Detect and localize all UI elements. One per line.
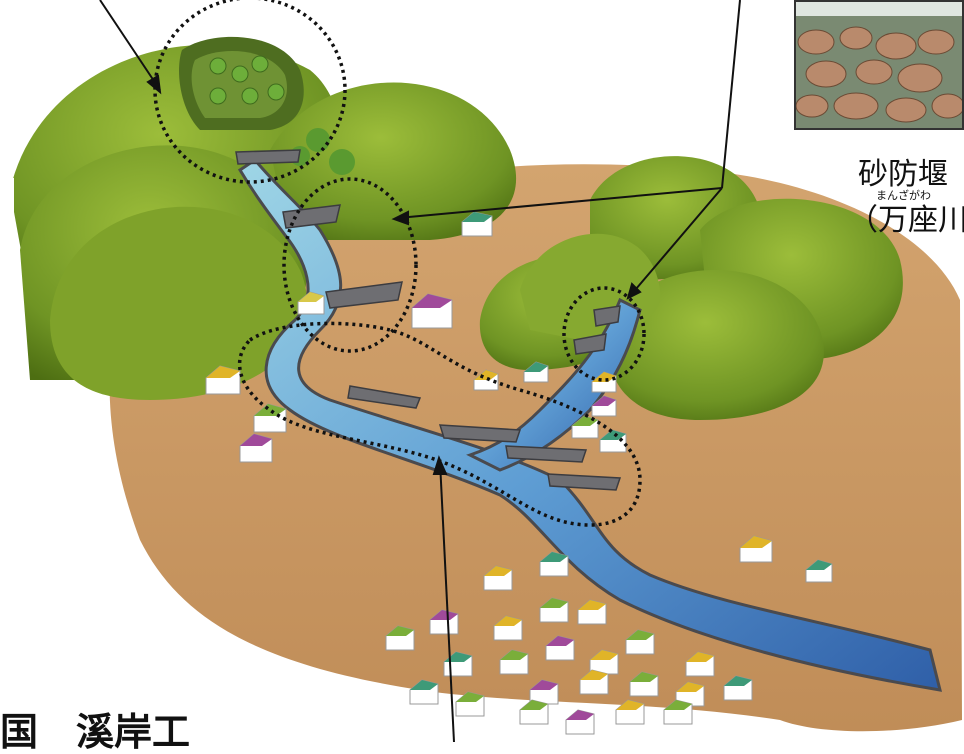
dam-label: 砂防堰 [858, 158, 948, 192]
dam-photo [794, 0, 964, 130]
house-icon [520, 700, 548, 724]
dam-river-reading: まんざがわ [876, 190, 931, 202]
bottom-label: 国 溪岸工 [0, 712, 190, 752]
house-icon [456, 692, 484, 716]
house-icon [566, 710, 594, 734]
dam-river-label: （万座川 [848, 204, 964, 238]
